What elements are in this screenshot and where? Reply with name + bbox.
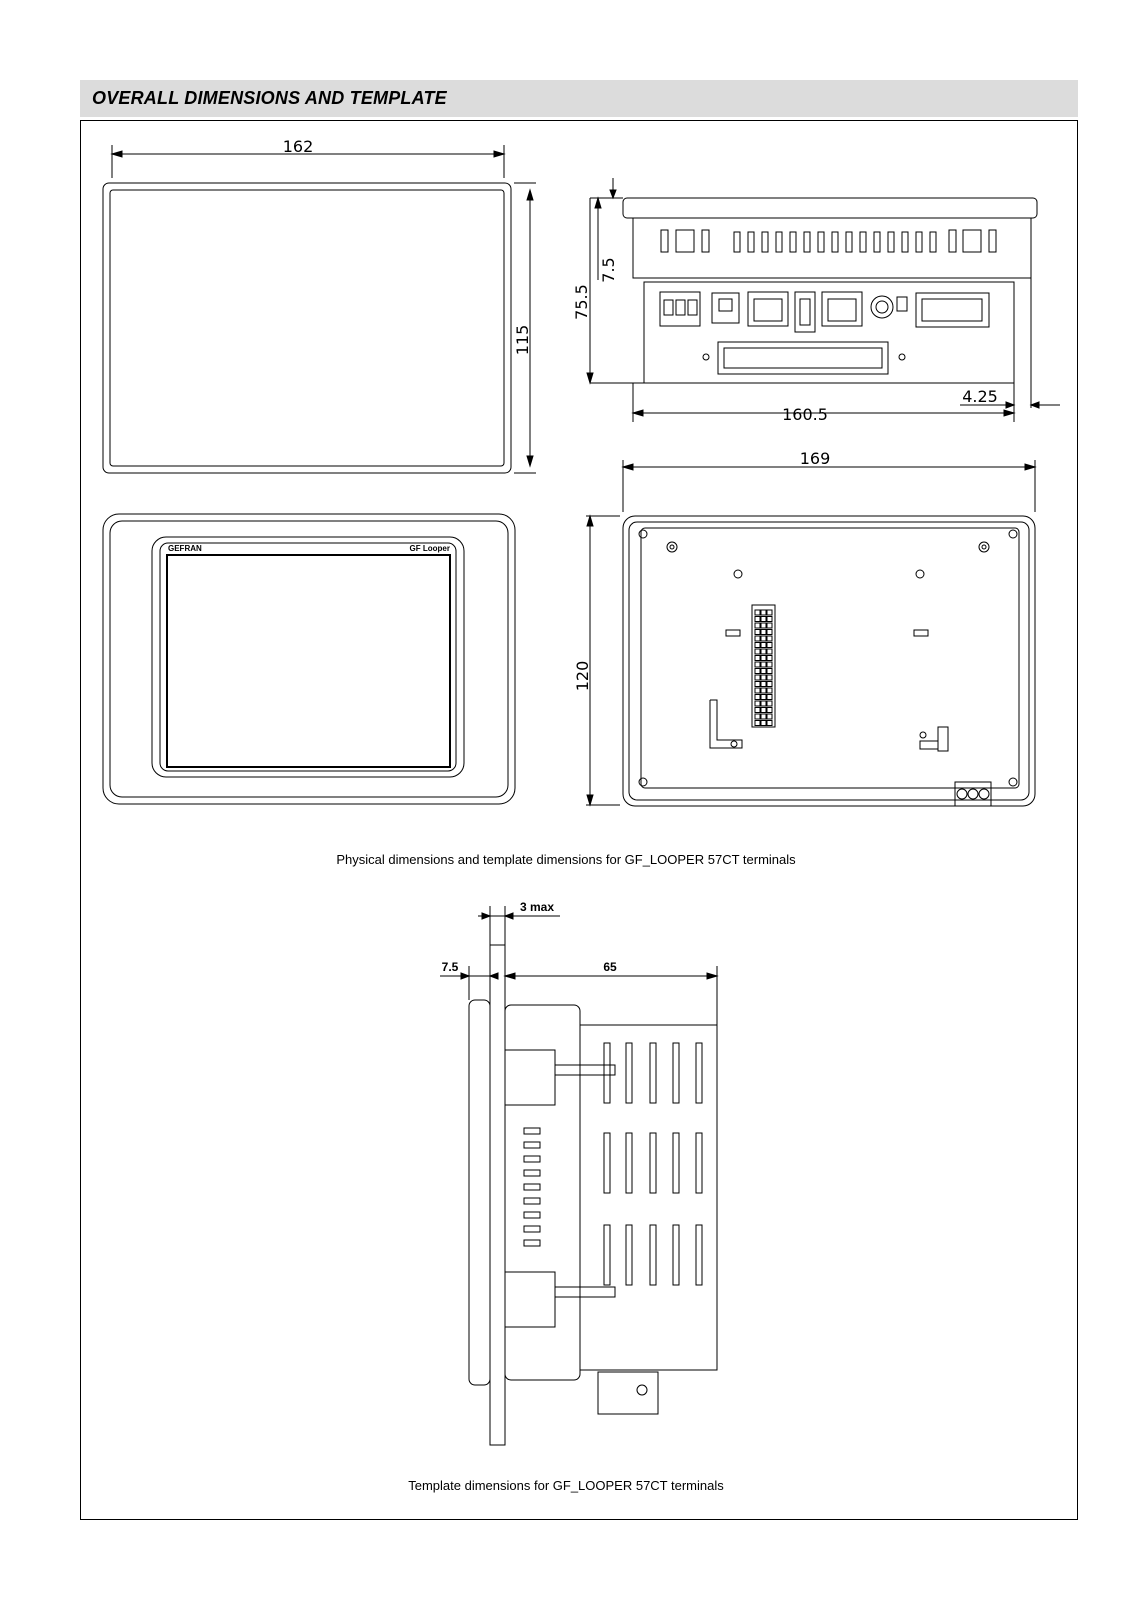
top-view: 7.5 75.5 (572, 178, 1060, 424)
side-view: 3 max 7.5 65 (440, 900, 719, 1446)
side-bezel-label: 7.5 (442, 960, 459, 974)
caption-physical: Physical dimensions and template dimensi… (336, 852, 796, 867)
panel-brand-right: GF Looper (410, 544, 450, 553)
section-title: OVERALL DIMENSIONS AND TEMPLATE (92, 88, 447, 108)
panel-brand-left: GEFRAN (168, 544, 202, 553)
side-thickness-label: 3 max (520, 900, 554, 914)
top-width-label: 160.5 (782, 405, 828, 424)
rear-width-label: 169 (800, 449, 831, 468)
rear-height-label: 120 (573, 661, 592, 692)
front-height-label: 115 (513, 325, 532, 356)
drawing-frame (80, 120, 1078, 1520)
side-depth-label: 65 (603, 960, 617, 974)
caption-template: Template dimensions for GF_LOOPER 57CT t… (408, 1478, 724, 1493)
rear-view: 169 120 (573, 449, 1037, 807)
top-bezel-label: 7.5 (599, 257, 618, 282)
section-header: OVERALL DIMENSIONS AND TEMPLATE (80, 80, 1078, 117)
front-panel-view: GEFRAN GF Looper (102, 513, 516, 805)
front-width-label: 162 (283, 137, 314, 156)
top-offset-label: 4.25 (962, 387, 998, 406)
top-height-label: 75.5 (572, 284, 591, 320)
front-view: 162 115 (102, 137, 536, 474)
